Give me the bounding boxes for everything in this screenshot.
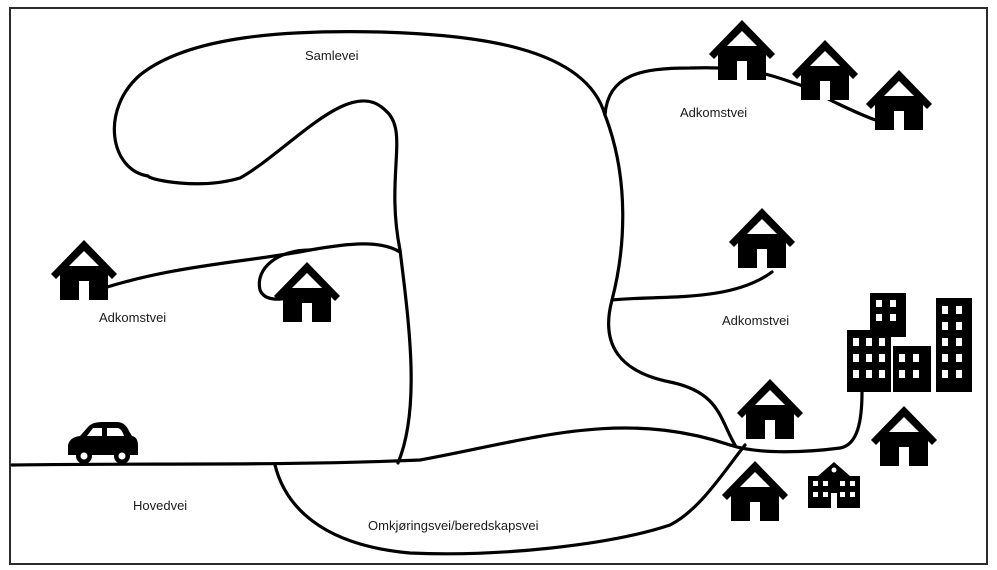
house-icon [274,262,340,322]
house-icon [737,379,803,439]
house-icon [51,240,117,300]
house-icon [866,70,932,130]
adkomstvei-top-right-label: Adkomstvei [680,105,747,120]
samlevei-road [114,32,735,463]
adkomstvei-left-road [92,244,400,292]
adkomstvei-mid-right-label: Adkomstvei [722,313,789,328]
omkjoringsvei-label: Omkjøringsvei/beredskapsvei [368,518,539,533]
house-icon [792,40,858,100]
adkomstvei-mid-right-road [612,272,772,300]
house-icon [729,208,795,268]
samlevei-label: Samlevei [305,48,359,63]
adkomstvei-left-label: Adkomstvei [99,310,166,325]
apartment-buildings-icon [847,293,972,392]
house-icon [722,461,788,521]
house-icon [709,20,775,80]
hovedvei-label: Hovedvei [133,498,187,513]
school-icon [808,462,860,508]
car-icon [68,422,138,464]
house-icon [871,406,937,466]
